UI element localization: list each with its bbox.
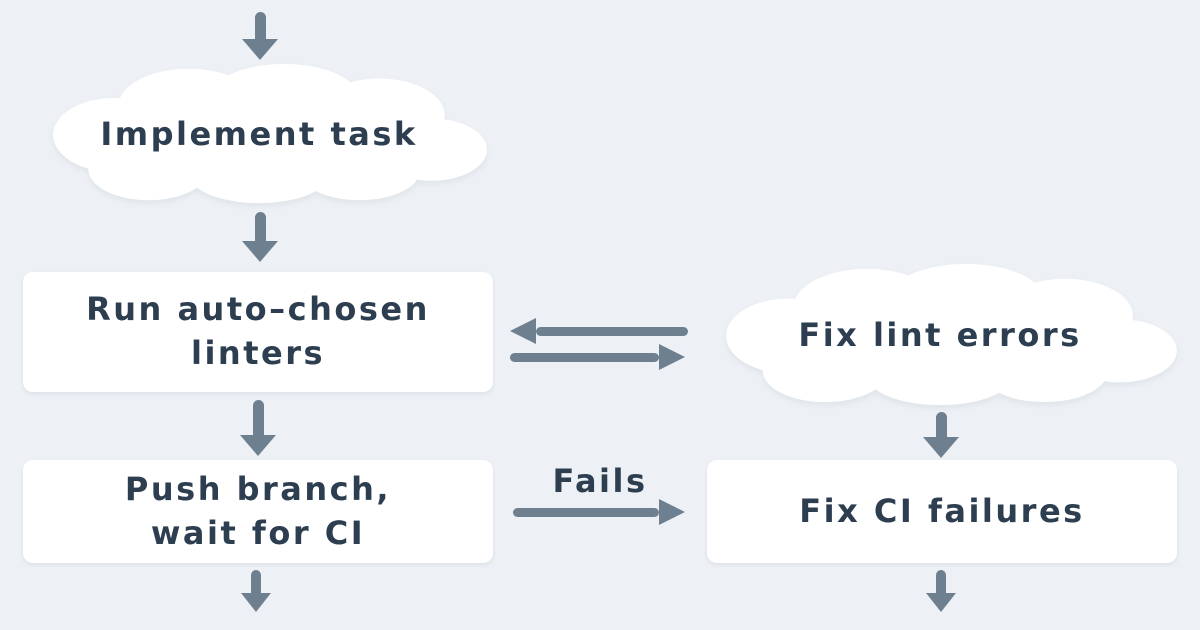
arrow-shaft [252,400,264,435]
node-label: Fix lint errors [798,316,1082,355]
label-line-2: linters [190,334,326,372]
node-label: Push branch, wait for CI [23,460,493,563]
down-arrow-icon [242,12,278,60]
cloud-node-implement-task: Implement task [28,62,490,208]
node-label: Run auto–chosen linters [23,272,493,392]
left-arrow-icon [510,318,688,344]
down-arrow-icon [241,570,271,612]
arrow-shaft [536,326,688,336]
label-line-1: Run auto–chosen [86,290,430,329]
arrow-shaft [935,412,947,437]
cloud-node-fix-lint-errors: Fix lint errors [700,262,1180,410]
arrow-head [659,499,685,525]
cloud-shape [53,63,487,204]
arrow-head [923,437,959,458]
node-label: Fix CI failures [799,491,1085,530]
process-node-push-branch: Push branch, wait for CI [23,460,493,563]
arrow-shaft [254,212,266,241]
arrow-head [926,593,956,612]
arrow-shaft [513,507,659,517]
down-arrow-icon [926,570,956,612]
arrow-shaft [251,570,261,593]
process-node-fix-ci-failures: Fix CI failures [707,460,1177,563]
arrow-head [242,241,278,262]
arrow-head [510,318,536,344]
arrow-shaft [254,12,266,39]
arrow-shaft [936,570,946,593]
right-arrow-icon [513,499,685,525]
down-arrow-icon [240,400,276,456]
down-arrow-icon [242,212,278,262]
process-node-run-linters: Run auto–chosen linters [23,272,493,392]
arrow-head [659,344,685,370]
cloud-shape [726,263,1177,406]
node-label: Implement task [100,115,418,154]
arrow-shaft [510,352,659,362]
edge-label-fails: Fails [552,462,648,500]
label-line-1: Push branch, [124,469,392,508]
arrow-head [240,435,276,456]
label-line-2: wait for CI [150,513,366,552]
down-arrow-icon [923,412,959,458]
arrow-head [241,593,271,612]
right-arrow-icon [510,344,685,370]
arrow-head [242,39,278,60]
